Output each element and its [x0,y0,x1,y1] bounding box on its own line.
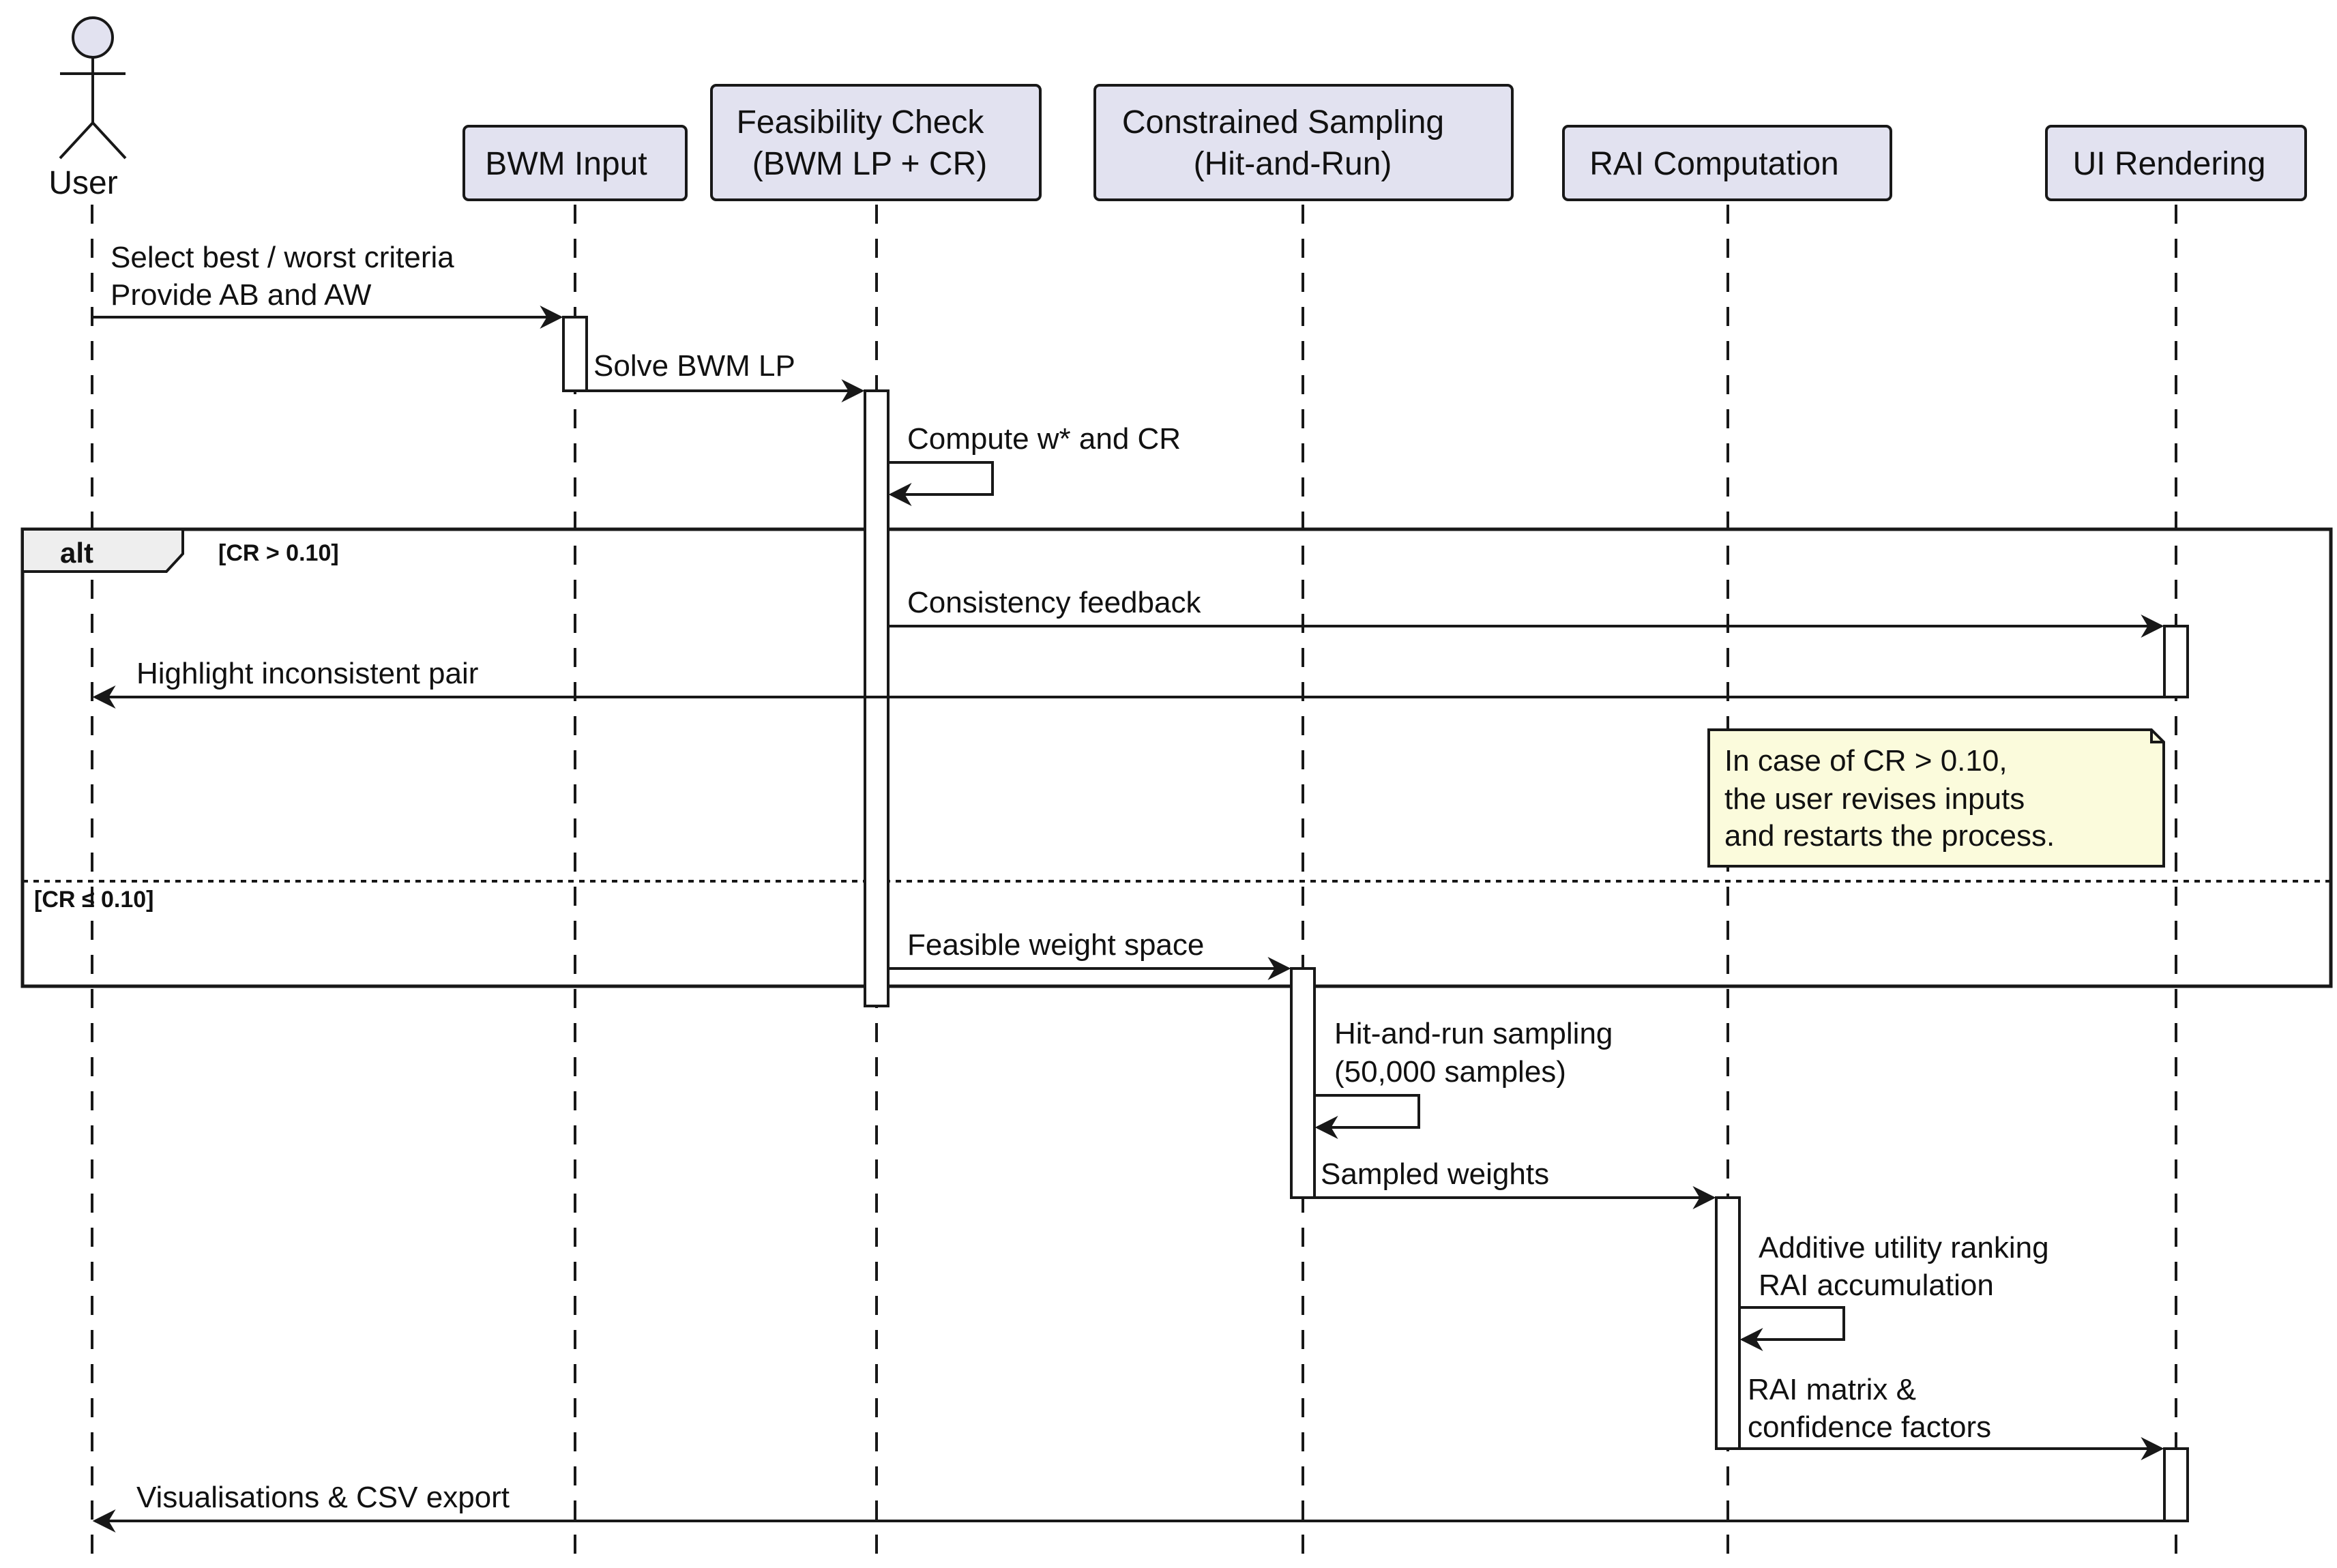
lifelines [91,205,2177,1562]
participant-label: Feasibility Check [737,104,985,140]
participant-rai-computation: RAI Computation [1562,125,1892,201]
message-label: Select best / worst criteria [111,241,454,274]
activation-rai-computation [1715,1196,1741,1450]
message-label: confidence factors [1748,1410,1991,1444]
message-label: Hit-and-run sampling [1334,1017,1613,1050]
note-text: In case of CR > 0.10, [1724,744,2008,778]
participant-label: UI Rendering [2073,146,2266,182]
participant-constrained-sampling: Constrained Sampling (Hit-and-Run) [1093,84,1514,201]
note-fold [2150,730,2164,743]
participant-bwm-input: BWM Input [462,125,688,201]
message-label: Provide AB and AW [111,278,372,312]
activation-constrained-sampling [1290,967,1316,1199]
message-arrow-9-self [1739,1306,1845,1351]
activation-ui-rendering-2 [2163,1447,2189,1522]
alt-keyword: alt [60,537,93,569]
participant-ui-rendering: UI Rendering [2045,125,2307,201]
message-label: Solve BWM LP [593,349,795,383]
message-label: Compute w* and CR [907,422,1181,456]
note-text: the user revises inputs [1724,782,2025,816]
participant-label: RAI Computation [1589,146,1839,182]
participant-label: BWM Input [485,146,647,182]
participant-label-line2: (BWM LP + CR) [752,146,987,182]
message-arrow-3-self [888,461,994,506]
activations [562,316,2189,1522]
alt-guard-2: [CR ≤ 0.10] [34,887,153,913]
message-arrow-7-self [1314,1094,1420,1139]
user-actor: User [48,16,127,201]
alt-fragment: alt [CR > 0.10] [CR ≤ 0.10] [20,527,2333,988]
note-body [1707,728,2165,868]
stick-figure-icon [59,16,127,160]
alt-guard-1: [CR > 0.10] [218,540,339,566]
activation-ui-rendering-1 [2163,625,2189,698]
message-label: (50,000 samples) [1334,1055,1566,1089]
message-label: RAI matrix & [1748,1373,1916,1406]
activation-bwm-input [562,316,588,392]
note-text: and restarts the process. [1724,819,2055,853]
participant-label: Constrained Sampling [1122,104,1444,140]
message-label: RAI accumulation [1759,1269,1994,1302]
participant-label-line2: (Hit-and-Run) [1194,146,1392,182]
messages [92,306,2164,1533]
message-label: Highlight inconsistent pair [136,657,478,690]
message-label: Additive utility ranking [1759,1231,2049,1264]
message-label: Feasible weight space [907,928,1204,962]
message-labels: Select best / worst criteria Provide AB … [111,241,2049,1514]
message-label: Consistency feedback [907,586,1201,619]
participant-feasibility-check: Feasibility Check (BWM LP + CR) [710,84,1042,201]
note: In case of CR > 0.10, the user revises i… [1707,728,2165,868]
message-label: Sampled weights [1321,1157,1549,1191]
alt-tab [21,528,184,573]
message-label: Visualisations & CSV export [136,1481,510,1514]
actor-label: User [48,165,117,201]
